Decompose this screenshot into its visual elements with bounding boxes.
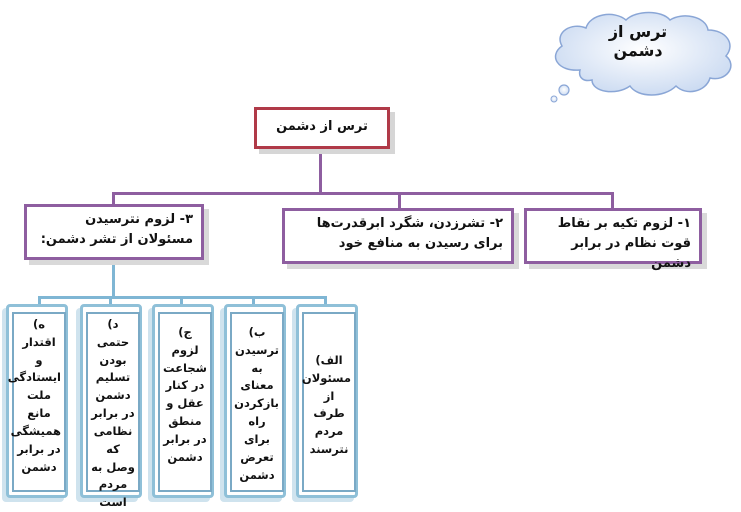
connector-branch-2 [398, 192, 401, 210]
leaf-node-e-label: ه) اقتدار و ایستادگی ملت مانع همیشگی در … [7, 317, 61, 474]
cloud-shape [550, 11, 732, 103]
connector-leaf-b [252, 296, 255, 306]
branch-node-3-label: ۳- لزوم نترسیدن مسئولان از تشر دشمن: [40, 212, 193, 248]
cloud-title: ترس از دشمن [608, 22, 668, 60]
connector-leaf-e [38, 296, 41, 306]
leaf-node-d-label: د) حتمی بودن تسلیم دشمن در برابر نظامی ک… [91, 317, 135, 510]
leaf-node-e: ه) اقتدار و ایستادگی ملت مانع همیشگی در … [8, 312, 66, 492]
connector-leaf-d [109, 296, 112, 306]
leaf-node-b-label: ب) ترسیدن به معنای بازکردن راه برای تعرض… [234, 325, 279, 482]
leaf-node-a: الف) مسئولان از طرف مردم نترسند [302, 312, 356, 492]
root-node: ترس از دشمن [254, 107, 390, 149]
branch-node-2-label: ۲- تشرزدن، شگرد ابرقدرت‌ها برای رسیدن به… [316, 216, 503, 252]
connector-branch3-down [112, 258, 115, 298]
connector-branch-1 [611, 192, 614, 210]
branch-node-1: ۱- لزوم تکیه بر نقاط قوت نظام در برابر د… [524, 208, 702, 271]
leaf-node-a-label: الف) مسئولان از طرف مردم نترسند [301, 353, 351, 457]
leaf-node-d: د) حتمی بودن تسلیم دشمن در برابر نظامی ک… [86, 312, 140, 509]
root-node-label: ترس از دشمن [276, 119, 368, 134]
connector-leaf-a [324, 296, 327, 306]
branch-node-2: ۲- تشرزدن، شگرد ابرقدرت‌ها برای رسیدن به… [282, 208, 514, 264]
leaf-node-c-label: ج) لزوم شجاعت در کنار عقل و منطق در براب… [163, 325, 207, 464]
connector-root-down [319, 147, 322, 194]
branch-node-1-label: ۱- لزوم تکیه بر نقاط قوت نظام در برابر د… [557, 216, 691, 272]
branch-node-3: ۳- لزوم نترسیدن مسئولان از تشر دشمن: [24, 204, 204, 260]
connector-leaf-c [180, 296, 183, 306]
connector-branch-bus [112, 192, 613, 195]
leaf-node-b: ب) ترسیدن به معنای بازکردن راه برای تعرض… [230, 312, 284, 492]
leaf-node-c: ج) لزوم شجاعت در کنار عقل و منطق در براب… [158, 312, 212, 492]
connector-branch-3 [112, 192, 115, 206]
